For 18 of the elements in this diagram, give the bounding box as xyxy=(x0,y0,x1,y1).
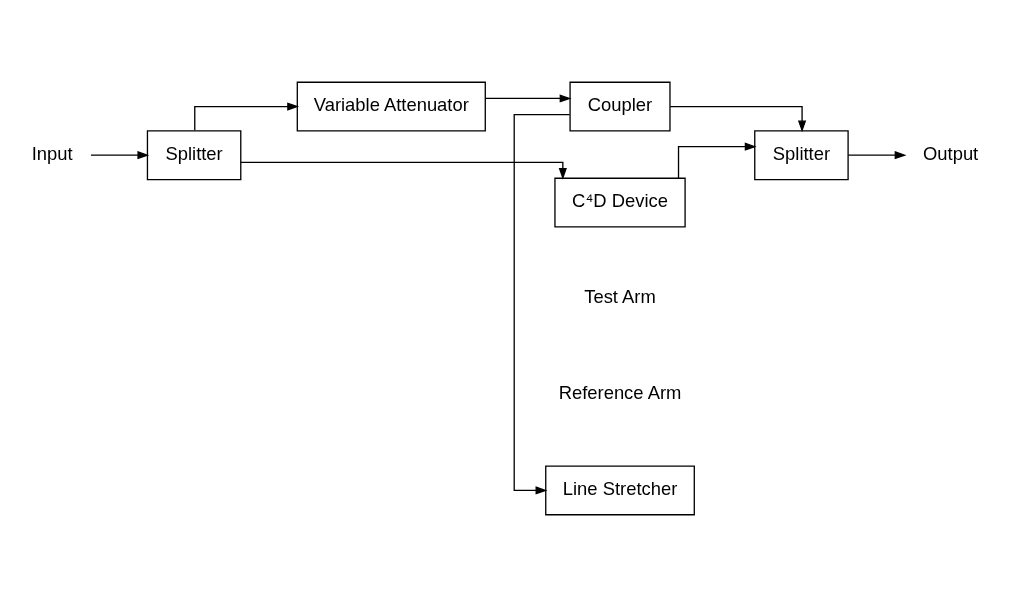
arrow xyxy=(240,161,567,180)
node-box: Line Stretcher xyxy=(545,464,695,515)
arrow xyxy=(847,150,907,159)
node-box: Splitter xyxy=(754,129,849,180)
node-text: Input xyxy=(31,142,73,164)
label: Reference Arm xyxy=(558,381,682,403)
arrow xyxy=(513,113,571,495)
arrow xyxy=(484,93,572,103)
label: Test Arm xyxy=(584,285,656,307)
arrow xyxy=(90,150,150,159)
node-box: C⁴D Device xyxy=(554,177,686,227)
node-box: Splitter xyxy=(146,129,242,180)
node-box: Variable Attenuator xyxy=(296,81,486,132)
node-text: Output xyxy=(923,142,979,164)
arrow xyxy=(677,142,757,179)
node-box: Coupler xyxy=(569,81,671,132)
arrow xyxy=(669,105,807,132)
arrow xyxy=(194,101,300,131)
